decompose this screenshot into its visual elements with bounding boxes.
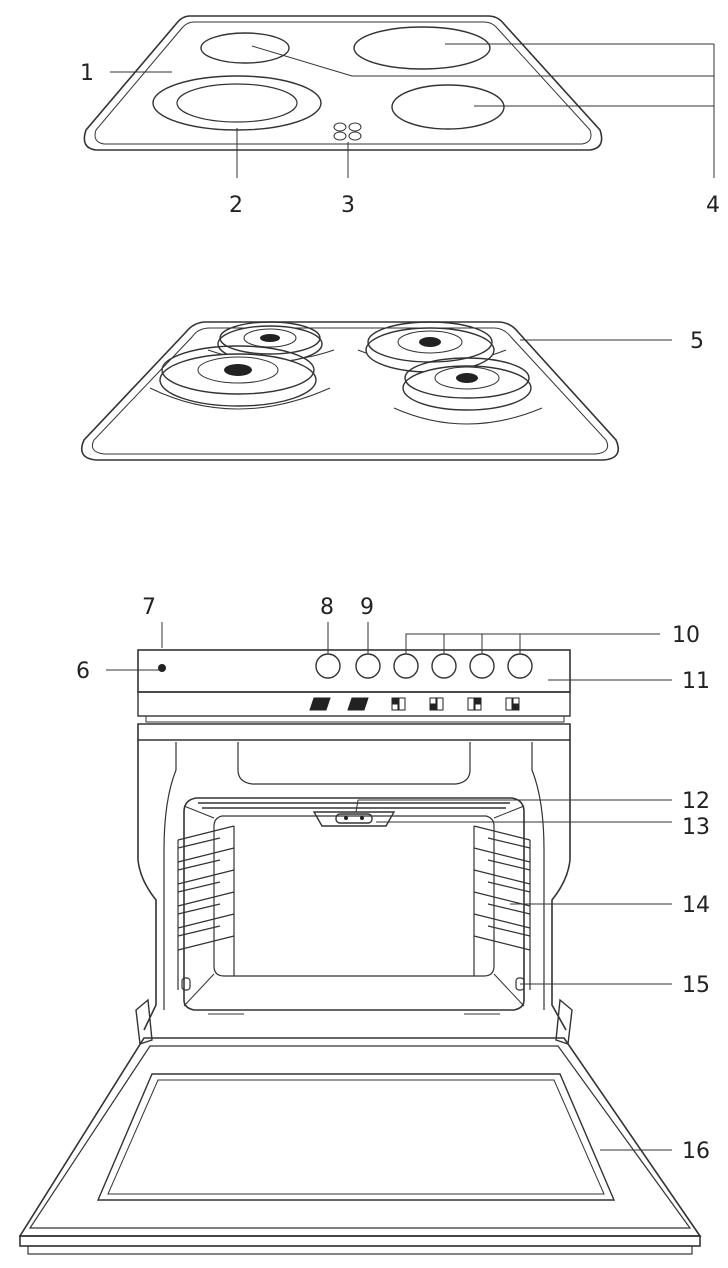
callout-labels: 1 2 3 4 5 6 7 8 9 10 11 12 13 14 15 16: [76, 61, 720, 1164]
knob-10b: [431, 653, 457, 679]
label-16: 16: [682, 1139, 710, 1164]
knob-10d: [507, 653, 533, 679]
knob-symbols: [309, 697, 520, 711]
label-2: 2: [229, 193, 243, 218]
label-8: 8: [320, 595, 334, 620]
label-15: 15: [682, 973, 710, 998]
door-glass: [96, 1073, 616, 1201]
cooking-zone-rear-left: [200, 32, 290, 64]
oven-lamp: [312, 811, 396, 827]
label-14: 14: [682, 893, 710, 918]
zone-indicator-lights: [333, 122, 362, 141]
grill-element: [198, 802, 510, 809]
label-5: 5: [690, 329, 704, 354]
hotplate-front-left: [149, 345, 331, 410]
cooking-zone-front-right: [391, 84, 505, 130]
control-panel: [137, 649, 571, 693]
solid-plate-hob: [80, 321, 672, 461]
ceramic-hob: [83, 15, 715, 178]
label-7: 7: [142, 595, 156, 620]
oven-frame: [137, 740, 571, 1031]
label-9: 9: [360, 595, 374, 620]
control-knobs: [315, 653, 533, 679]
indicator-light-7: [158, 664, 166, 672]
shelf-runners-right: [473, 825, 531, 991]
knob-10c: [469, 653, 495, 679]
label-6: 6: [76, 659, 90, 684]
knob-9: [355, 653, 381, 679]
oven-cavity: [183, 797, 525, 1011]
hotplate-rear-right: [357, 321, 507, 373]
oven: [18, 622, 702, 1255]
label-12: 12: [682, 789, 710, 814]
label-11: 11: [682, 669, 710, 694]
label-10: 10: [672, 623, 700, 648]
oven-door: [18, 1037, 702, 1237]
label-4: 4: [706, 193, 720, 218]
hotplate-front-right: [393, 357, 543, 425]
label-13: 13: [682, 815, 710, 840]
knob-10a: [393, 653, 419, 679]
shelf-runners-left: [177, 825, 235, 991]
label-1: 1: [80, 61, 94, 86]
knob-8: [315, 653, 341, 679]
label-3: 3: [341, 193, 355, 218]
cooking-zone-rear-right: [353, 26, 491, 70]
